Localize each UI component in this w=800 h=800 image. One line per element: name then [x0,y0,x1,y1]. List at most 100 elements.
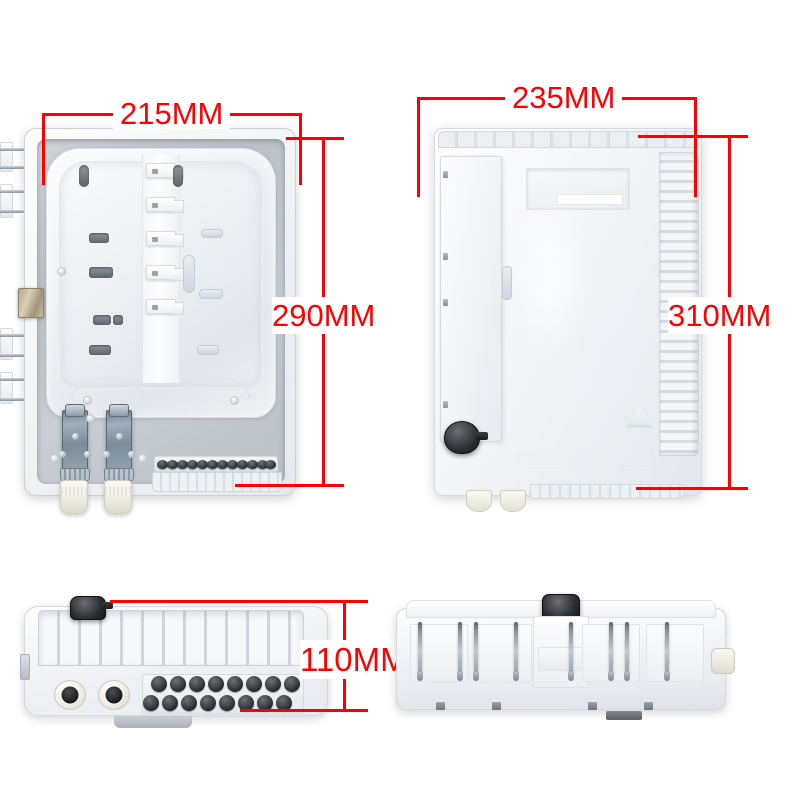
hinge-mark [443,253,448,260]
grounding-clamp [103,404,135,472]
bottom-fins [152,472,282,492]
view-bottom [20,596,328,728]
hinge-pin [0,148,24,151]
dimension-label-310: 310MM [668,297,772,334]
tray-slot [173,165,183,187]
tray-slot [197,345,219,355]
fiber-clip [146,265,184,281]
latch-tab [492,702,501,710]
drop-port [219,695,235,711]
cable-gland [60,480,88,514]
gland-hole [105,686,123,704]
gland-ridge [61,487,87,495]
tray-slot [201,229,223,238]
hinge-block [20,654,30,680]
drop-port [284,676,300,692]
screw-hole [138,454,147,463]
drop-port [265,676,281,692]
panel-segment [474,624,532,682]
tray-slot [199,289,223,299]
lock-knob[interactable] [542,594,580,620]
hinge-pin [473,622,479,681]
drop-port [187,460,198,469]
hinge-pin [0,398,24,401]
clamp-bolt [128,451,135,458]
latch-tab [644,702,653,710]
hinge-pin [568,622,574,681]
splice-tray [46,148,276,418]
drop-port [181,695,197,711]
hinge-pin [664,622,670,681]
tray-slot [89,345,111,355]
hinge-pin [608,622,614,681]
hinge-pin [417,622,423,681]
clamp-bolt [84,451,91,458]
dimension-label-215: 215MM [113,98,231,129]
hinge-pin [513,622,519,681]
drop-port [197,460,208,469]
gland-ridge [105,487,131,495]
cable-gland [54,680,86,710]
screw-hole [230,396,239,405]
drop-port [227,676,243,692]
hinge-mark [443,401,448,408]
clamp-bolt [103,451,110,458]
lock-knob[interactable] [444,421,488,454]
drop-port [207,460,218,469]
latch [18,288,44,318]
clamp-bolt [59,451,66,458]
tray-slot [89,267,113,278]
hinge-pin [457,622,463,681]
drop-port [162,695,178,711]
hinge-pin [0,334,24,337]
screw-hole [86,414,95,423]
lock-knob[interactable] [70,596,113,620]
hinge-mark [443,299,448,306]
gland-hole [61,686,79,704]
grounding-clamp [59,404,91,472]
hinge-pin [0,166,24,169]
drop-port [167,460,178,469]
drop-port [246,676,262,692]
hinged-side-panel [440,156,502,442]
hinge-pin [0,210,24,213]
view-top [396,594,735,722]
hinge-mark [443,171,448,178]
hinge-pin [0,190,24,193]
fiber-clip [146,231,184,247]
drop-port [257,695,273,711]
view-open-front [0,128,296,514]
drop-port-block [142,674,304,714]
screw-hole [83,396,92,405]
screw-hole [57,267,66,276]
view-closed-front [434,128,702,512]
mount-foot [606,711,642,720]
drop-port [265,460,276,469]
dimension-label-290: 290MM [272,297,376,334]
tray-slot [113,315,123,325]
drop-port [247,460,258,469]
tray-slot [89,233,109,243]
drop-port-strip [154,456,278,472]
clamp-bolt [72,433,79,440]
drop-port [257,460,268,469]
cable-gland [98,680,130,710]
top-rail [438,131,698,148]
dimension-label-235: 235MM [505,82,623,113]
label-recess [526,168,630,210]
tray-slot [93,315,111,325]
drop-port [143,695,159,711]
dimension-label-110: 110MM [300,640,408,679]
clamp-bolt [116,433,123,440]
lower-ribs [518,448,650,474]
latch-tab [588,702,597,710]
cable-gland [711,648,735,674]
latch-tab [436,702,445,710]
drop-port [151,676,167,692]
drop-port [170,676,186,692]
hinge-pin [0,378,24,381]
drop-port [208,676,224,692]
center-block [533,616,589,688]
cable-gland [104,480,132,514]
